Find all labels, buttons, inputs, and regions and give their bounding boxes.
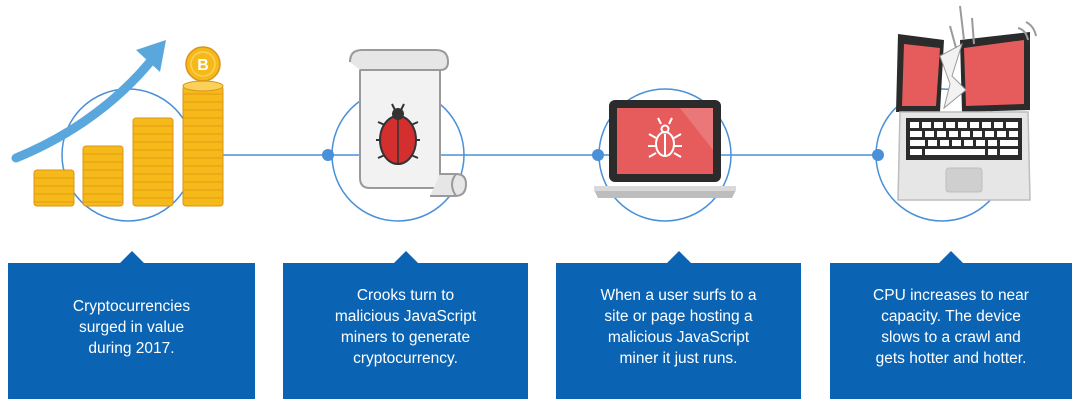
step-circle-1 bbox=[61, 88, 195, 222]
step-text-line: slows to a crawl and bbox=[881, 329, 1021, 346]
connector-dot-2 bbox=[592, 149, 604, 161]
connector-dot-1 bbox=[322, 149, 334, 161]
step-text-line: site or page hosting a bbox=[604, 308, 753, 325]
step-text-line: Cryptocurrencies bbox=[72, 297, 191, 315]
step-text-line: miners to generate bbox=[340, 329, 471, 346]
bug-on-scroll-icon bbox=[349, 49, 468, 197]
laptop-bug-icon bbox=[594, 100, 736, 198]
step-text-line: When a user surfs to a bbox=[600, 287, 757, 304]
step-text: Cryptocurrencies surged in value during … bbox=[73, 296, 190, 359]
step-text-line: capacity. The device bbox=[881, 308, 1021, 325]
step-box-crypto-surge: Cryptocurrencies surged in value during … bbox=[8, 251, 255, 399]
connector-dot-3 bbox=[872, 149, 884, 161]
step-text-line: malicious JavaScript bbox=[607, 329, 750, 346]
coin-symbol: B bbox=[197, 57, 209, 74]
diagram-artwork: B bbox=[11, 5, 1037, 222]
step-text: When a user surfs to a site or page host… bbox=[601, 285, 757, 369]
step-text-line: miner it just runs. bbox=[619, 350, 738, 367]
step-box-crooks-miners: Crooks turn to malicious JavaScript mine… bbox=[283, 251, 528, 399]
step-box-cpu-capacity: CPU increases to near capacity. The devi… bbox=[830, 251, 1072, 399]
step-text-line: Crooks turn to bbox=[356, 287, 455, 304]
step-text-line: cryptocurrency. bbox=[353, 350, 458, 367]
step-text-line: malicious JavaScript bbox=[334, 308, 477, 325]
coin-stacks-rising-arrow-icon: B bbox=[11, 40, 224, 207]
step-text-line: CPU increases to near bbox=[873, 287, 1029, 304]
step-box-user-surfs: When a user surfs to a site or page host… bbox=[556, 251, 801, 399]
step-text-line: during 2017. bbox=[88, 339, 175, 357]
step-text: CPU increases to near capacity. The devi… bbox=[873, 285, 1029, 369]
step-text-line: surged in value bbox=[78, 318, 185, 336]
step-text-line: gets hotter and hotter. bbox=[875, 350, 1027, 367]
broken-laptop-icon bbox=[896, 5, 1037, 201]
step-text: Crooks turn to malicious JavaScript mine… bbox=[335, 285, 476, 369]
